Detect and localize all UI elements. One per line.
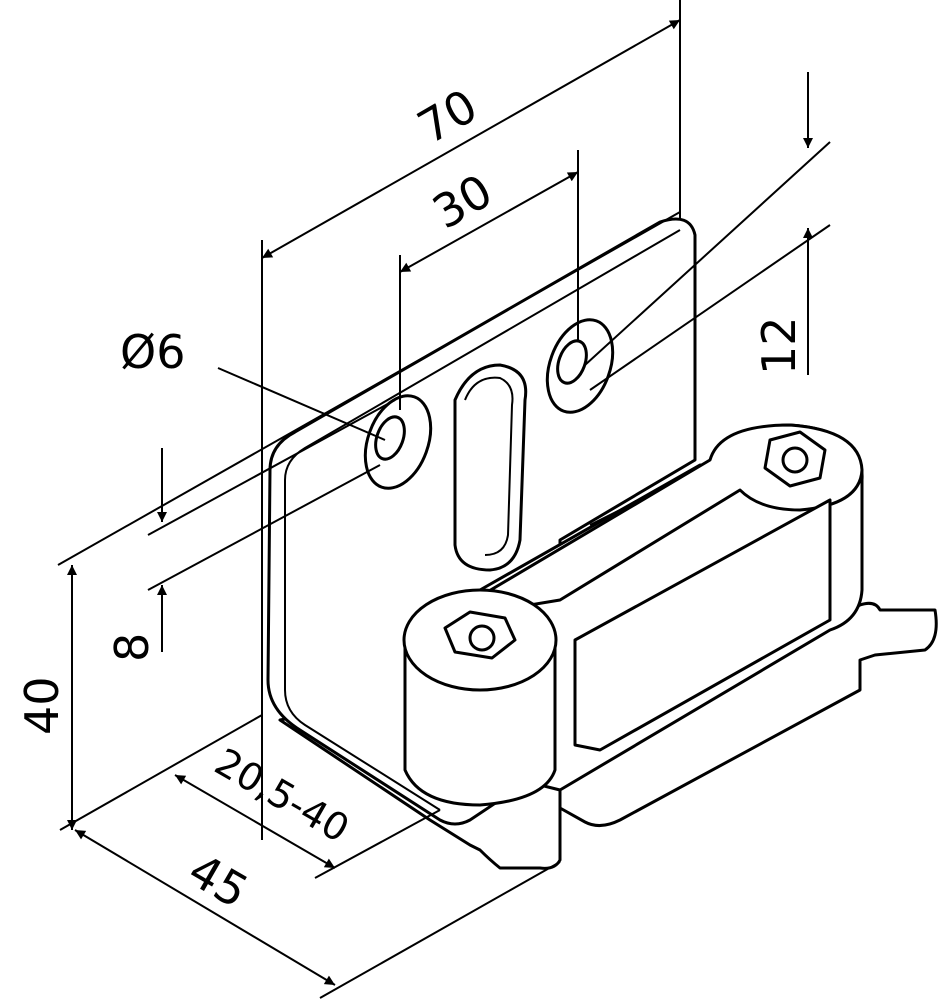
hex-screw-right — [763, 430, 827, 488]
mounting-plate — [266, 217, 697, 826]
dim-diameter-label: Ø6 — [120, 325, 185, 379]
adjust-slot — [453, 363, 528, 572]
dim-40: 40 — [15, 211, 681, 830]
dim-30-label: 30 — [424, 163, 502, 239]
dim-8-label: 8 — [105, 633, 159, 662]
dim-70-label: 70 — [409, 78, 487, 154]
hex-screw-left — [443, 610, 517, 660]
dim-8: 8 — [105, 399, 396, 662]
dim-diameter: Ø6 — [120, 325, 386, 441]
dim-45-label: 45 — [180, 843, 258, 919]
dim-40-label: 40 — [15, 676, 69, 735]
dim-12: 12 — [584, 72, 831, 391]
roller-assembly — [402, 423, 864, 807]
dim-12-label: 12 — [752, 316, 806, 375]
